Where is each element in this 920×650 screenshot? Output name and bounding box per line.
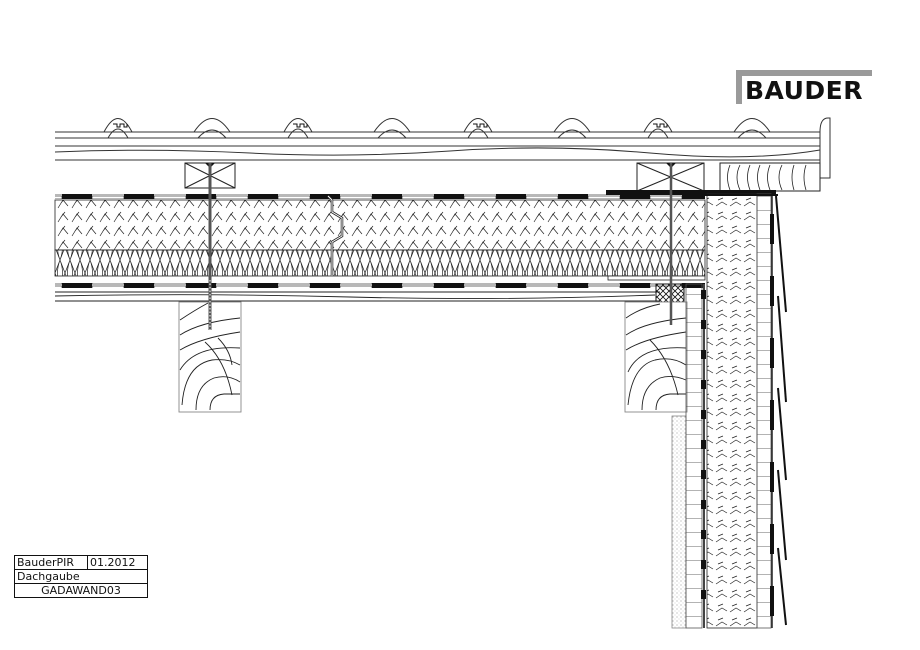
screw-fastener-right <box>666 163 676 325</box>
title-block-row-2: Dachgaube <box>15 570 147 584</box>
logo-text: BAUDER <box>745 76 864 105</box>
product-name: BauderPIR <box>15 556 88 569</box>
drawing-date: 01.2012 <box>90 556 136 569</box>
fascia-board <box>719 162 821 192</box>
tile-profile-6 <box>553 118 591 139</box>
flashing-strip <box>606 190 776 195</box>
wall-membrane <box>770 194 774 628</box>
tile-profile-8 <box>733 118 771 139</box>
boarding <box>54 291 660 302</box>
tile-profile-5 <box>463 118 493 139</box>
logo-bar-top <box>736 70 872 76</box>
rafter-right <box>624 301 688 413</box>
wall-inner-cladding <box>685 283 703 629</box>
underlay-membrane-top <box>55 194 705 199</box>
slate-cladding <box>775 195 787 626</box>
tile-profile-1 <box>103 118 133 139</box>
logo-bar-left <box>736 70 742 104</box>
screw-fastener-left <box>205 163 215 330</box>
wall-plaster <box>671 415 687 629</box>
wall-battens <box>756 193 772 629</box>
drawing-subject: Dachgaube <box>17 570 80 583</box>
mineral-wool-roof <box>54 249 706 277</box>
vapour-control-layer <box>55 283 705 288</box>
roof-tiles <box>54 117 831 179</box>
tile-profile-4 <box>373 118 411 139</box>
title-block-row-1: BauderPIR 01.2012 <box>15 556 147 570</box>
title-block: BauderPIR 01.2012 Dachgaube GADAWAND03 <box>14 555 148 598</box>
tile-profile-7 <box>643 118 673 139</box>
tile-profile-2 <box>193 118 231 139</box>
bauder-logo: BAUDER <box>736 70 874 106</box>
wall-vapour-layer <box>701 284 706 628</box>
drawing-id: GADAWAND03 <box>41 584 121 597</box>
tile-profile-3 <box>283 118 313 139</box>
title-block-row-3: GADAWAND03 <box>15 584 147 597</box>
pir-insulation-roof <box>54 199 706 251</box>
pir-insulation-wall <box>706 193 758 629</box>
